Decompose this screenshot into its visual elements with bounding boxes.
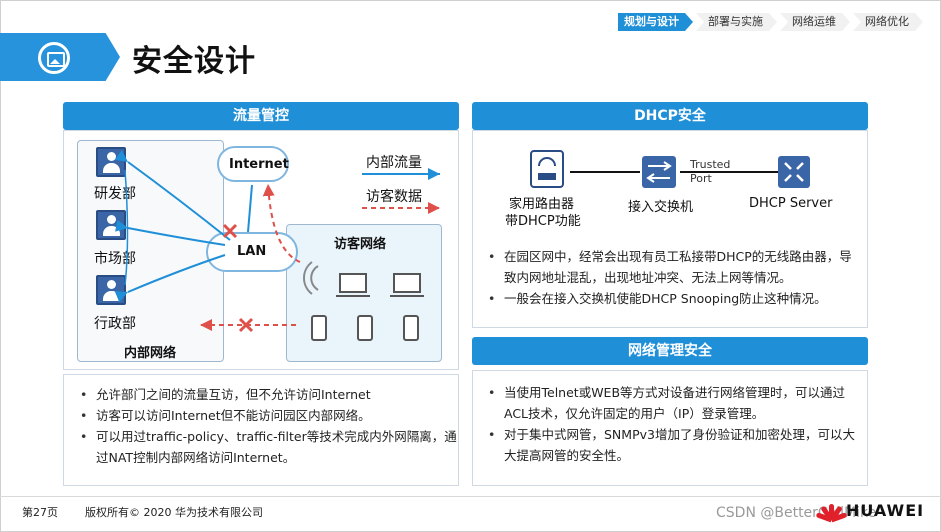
flow-lan-internet — [247, 184, 253, 233]
dhcp-security-heading: DHCP安全 — [472, 102, 868, 130]
flow-admin-lan — [114, 254, 226, 303]
nav-item-deploy[interactable]: 部署与实施 — [696, 13, 777, 31]
nav-item-plan[interactable]: 规划与设计 — [618, 13, 693, 31]
dept-label-rd: 研发部 — [94, 186, 136, 202]
cloud-icon — [217, 146, 289, 182]
dhcp-security-bullets: 在园区网中，经常会出现有员工私接带DHCP的无线路由器，导致内网地址混乱，出现地… — [482, 246, 862, 309]
legend-guest-label: 访客数据 — [366, 189, 422, 205]
guest-network-label: 访客网络 — [334, 237, 387, 252]
cloud-icon — [206, 232, 298, 272]
nav-item-ops[interactable]: 网络运维 — [780, 13, 850, 31]
home-router-dhcp-label: 带DHCP功能 — [505, 214, 581, 229]
list-item: 当使用Telnet或WEB等方式对设备进行网络管理时，可以通过ACL技术，仅允许… — [482, 382, 862, 424]
flow-inter-dept — [124, 169, 129, 286]
dept-label-market: 市场部 — [94, 251, 136, 267]
dhcp-security-box — [472, 130, 868, 328]
router-icon — [530, 150, 564, 188]
block-x-icon — [238, 317, 254, 333]
laptop-icon — [336, 273, 370, 297]
breadcrumb-nav: 规划与设计 部署与实施 网络运维 网络优化 — [618, 13, 926, 31]
block-x-icon — [222, 223, 238, 239]
traffic-control-heading: 流量管控 — [63, 102, 459, 130]
trusted-label: Trusted — [690, 158, 731, 171]
mgmt-security-heading: 网络管理安全 — [472, 337, 868, 365]
server-icon — [778, 156, 810, 188]
port-label: Port — [690, 172, 712, 185]
page-number: 第27页 — [22, 506, 58, 519]
legend-internal-label: 内部流量 — [366, 155, 422, 171]
home-router-label: 家用路由器 — [509, 197, 575, 212]
huawei-petal-icon — [815, 500, 848, 523]
logo-text: HUAWEI — [846, 500, 925, 520]
list-item: 在园区网中，经常会出现有员工私接带DHCP的无线路由器，导致内网地址混乱，出现地… — [482, 246, 862, 288]
page-title: 安全设计 — [132, 44, 256, 79]
access-switch-label: 接入交换机 — [628, 200, 694, 215]
wifi-icon — [303, 261, 319, 295]
flow-guest-internet — [262, 183, 301, 263]
list-item: 可以用过traffic-policy、traffic-filter等技术完成内外… — [74, 426, 458, 468]
laptop-icon — [390, 273, 424, 297]
nav-item-optimize[interactable]: 网络优化 — [853, 13, 923, 31]
list-item: 一般会在接入交换机使能DHCP Snooping防止这种情况。 — [482, 288, 862, 309]
traffic-control-bullets: 允许部门之间的流量互访，但不允许访问Internet 访客可以访问Interne… — [74, 384, 458, 468]
phone-icon — [403, 315, 419, 341]
mgmt-security-box — [472, 370, 868, 486]
inner-network-label: 内部网络 — [124, 346, 177, 361]
internet-label: Internet — [229, 157, 289, 172]
traffic-control-text-box — [63, 374, 459, 486]
copyright: 版权所有© 2020 华为技术有限公司 — [85, 506, 263, 519]
list-item: 访客可以访问Internet但不能访问园区内部网络。 — [74, 405, 458, 426]
picture-icon — [38, 42, 70, 74]
dept-label-admin: 行政部 — [94, 316, 136, 332]
inner-network-zone — [77, 140, 224, 362]
phone-icon — [357, 315, 373, 341]
flow-rd-lan — [114, 150, 231, 241]
list-item: 允许部门之间的流量互访，但不允许访问Internet — [74, 384, 458, 405]
list-item: 对于集中式网管，SNMPv3增加了身份验证和加密处理，可以大大提高网管的安全性。 — [482, 424, 862, 466]
footer-divider — [0, 496, 941, 497]
phone-icon — [311, 315, 327, 341]
lan-label: LAN — [237, 244, 267, 259]
huawei-logo: HUAWEI — [815, 500, 925, 523]
dhcp-server-label: DHCP Server — [749, 196, 833, 211]
switch-icon — [642, 156, 676, 188]
mgmt-security-bullets: 当使用Telnet或WEB等方式对设备进行网络管理时，可以通过ACL技术，仅允许… — [482, 382, 862, 466]
flow-market-lan — [115, 219, 226, 246]
